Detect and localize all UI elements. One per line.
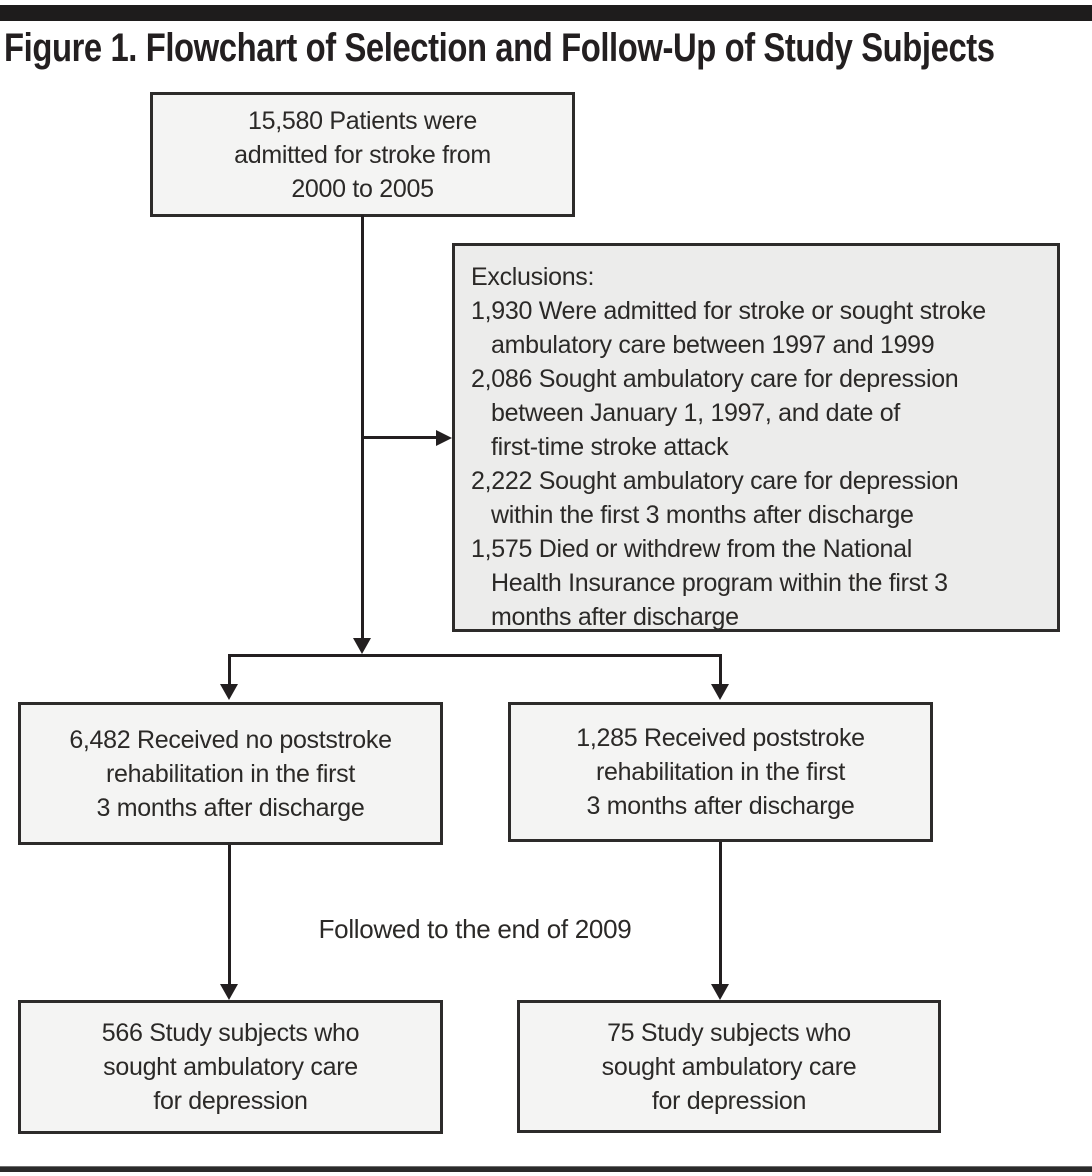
bottom-rule (0, 1166, 1092, 1172)
exclusions-line: between January 1, 1997, and date of (491, 399, 900, 427)
exclusions-line: 1,575 Died or withdrew from the National (471, 535, 913, 563)
arrowhead-down-icon (220, 684, 238, 700)
connector-left-drop (228, 654, 231, 684)
no-rehab-line: rehabilitation in the first (106, 759, 355, 788)
node-no-rehab-depression: 566 Study subjects who sought ambulatory… (18, 1000, 443, 1134)
admitted-line: 15,580 Patients were (248, 106, 477, 135)
arrowhead-down-icon (220, 984, 238, 1000)
rehab-dep-line: 75 Study subjects who (607, 1018, 851, 1047)
exclusions-line: ambulatory care between 1997 and 1999 (491, 331, 935, 359)
figure-title: Figure 1. Flowchart of Selection and Fol… (4, 26, 995, 70)
node-no-rehabilitation: 6,482 Received no poststroke rehabilitat… (18, 702, 443, 845)
node-exclusions: Exclusions: 1,930 Were admitted for stro… (452, 243, 1060, 632)
connector-exclusions-branch (361, 436, 438, 439)
exclusions-line: Health Insurance program within the firs… (491, 569, 948, 597)
connector-right-drop (719, 654, 722, 684)
no-rehab-dep-line: 566 Study subjects who (101, 1019, 360, 1047)
admitted-line: admitted for stroke from (234, 140, 491, 169)
rehab-line: 1,285 Received poststroke (576, 724, 865, 752)
exclusions-heading: Exclusions: (471, 263, 595, 291)
exclusions-line: 1,930 Were admitted for stroke or sought… (471, 297, 986, 325)
connector-right-followup (719, 842, 722, 984)
no-rehab-line: 3 months after discharge (96, 793, 365, 822)
node-admitted-patients: 15,580 Patients were admitted for stroke… (150, 92, 575, 217)
node-rehabilitation: 1,285 Received poststroke rehabilitation… (508, 702, 933, 842)
top-rule (0, 5, 1092, 21)
rehab-dep-line: sought ambulatory care (601, 1052, 857, 1081)
arrowhead-down-icon (353, 638, 371, 654)
exclusions-line: 2,086 Sought ambulatory care for depress… (471, 365, 959, 393)
rehab-line: rehabilitation in the first (596, 758, 845, 786)
exclusions-line: months after discharge (491, 603, 739, 631)
connector-main-vertical (361, 215, 364, 640)
arrowhead-right-icon (436, 430, 452, 446)
no-rehab-line: 6,482 Received no poststroke (69, 725, 392, 754)
no-rehab-dep-line: sought ambulatory care (103, 1053, 358, 1081)
rehab-dep-line: for depression (651, 1086, 807, 1115)
arrowhead-down-icon (711, 984, 729, 1000)
followup-note: Followed to the end of 2009 (318, 914, 632, 944)
connector-left-followup (228, 845, 231, 984)
connector-split-horizontal (228, 654, 722, 657)
no-rehab-dep-line: for depression (153, 1087, 308, 1115)
node-rehab-depression: 75 Study subjects who sought ambulatory … (517, 1000, 941, 1133)
exclusions-line: 2,222 Sought ambulatory care for depress… (471, 467, 959, 495)
rehab-line: 3 months after discharge (586, 792, 855, 820)
arrowhead-down-icon (711, 684, 729, 700)
exclusions-line: within the first 3 months after discharg… (491, 501, 914, 529)
admitted-line: 2000 to 2005 (291, 174, 434, 203)
exclusions-line: first-time stroke attack (491, 433, 729, 461)
